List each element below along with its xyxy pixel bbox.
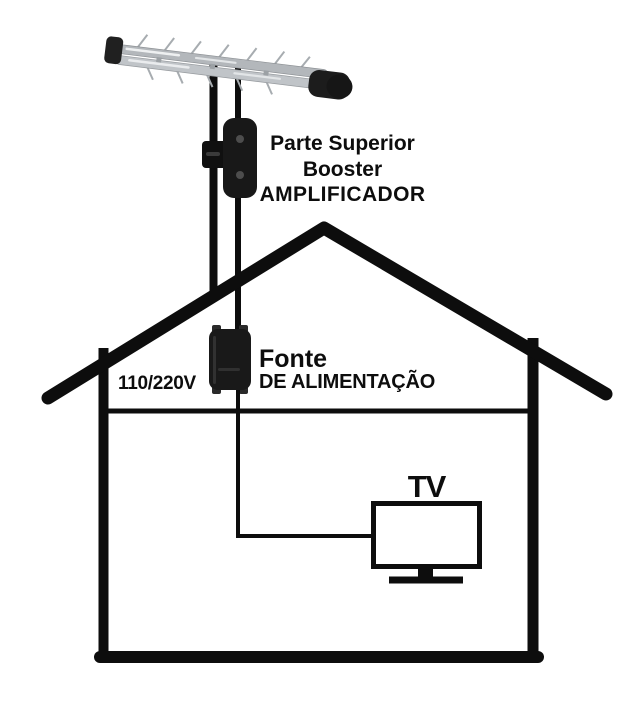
tv-stand-neck (418, 566, 433, 578)
boom-highlight (128, 58, 190, 69)
boom-bracket (156, 57, 162, 63)
booster-label-line1: Parte Superior (270, 132, 415, 155)
booster-screw-bottom (236, 171, 244, 179)
boom-bracket (209, 63, 216, 70)
boom-highlight (194, 56, 237, 64)
fonte-highlight (213, 336, 216, 384)
boom-highlight (233, 72, 281, 80)
booster-label-line3: AMPLIFICADOR (259, 183, 426, 206)
tv-icon (371, 501, 482, 584)
tv-screen (371, 501, 482, 569)
power-supply-label-line1: Fonte (259, 345, 328, 373)
power-supply-label: Fonte DE ALIMENTAÇÃO (259, 345, 436, 394)
voltage-label: 110/220V (118, 373, 196, 394)
house-roof (41, 221, 613, 405)
booster-screw-top (236, 135, 244, 143)
boom-highlight (125, 47, 181, 57)
coax-cable-lower (236, 390, 374, 538)
booster-label-line2: Booster (302, 158, 383, 181)
fonte-slot (218, 368, 240, 371)
booster-clamp-slot (206, 152, 220, 156)
booster-amplifier-icon (202, 118, 257, 198)
antenna-front-head-bulge (326, 74, 353, 99)
booster-label: Parte Superior Booster AMPLIFICADOR (245, 131, 440, 207)
booster-body (223, 118, 257, 198)
tv-antenna-icon (104, 34, 353, 100)
boom-bracket (263, 70, 269, 76)
power-supply-icon (209, 325, 251, 394)
antenna-rear-cap (104, 36, 124, 65)
house-outline (41, 221, 613, 663)
power-supply-label-line2: DE ALIMENTAÇÃO (259, 371, 436, 393)
fonte-body (209, 329, 251, 390)
tv-label: TV (407, 469, 447, 504)
